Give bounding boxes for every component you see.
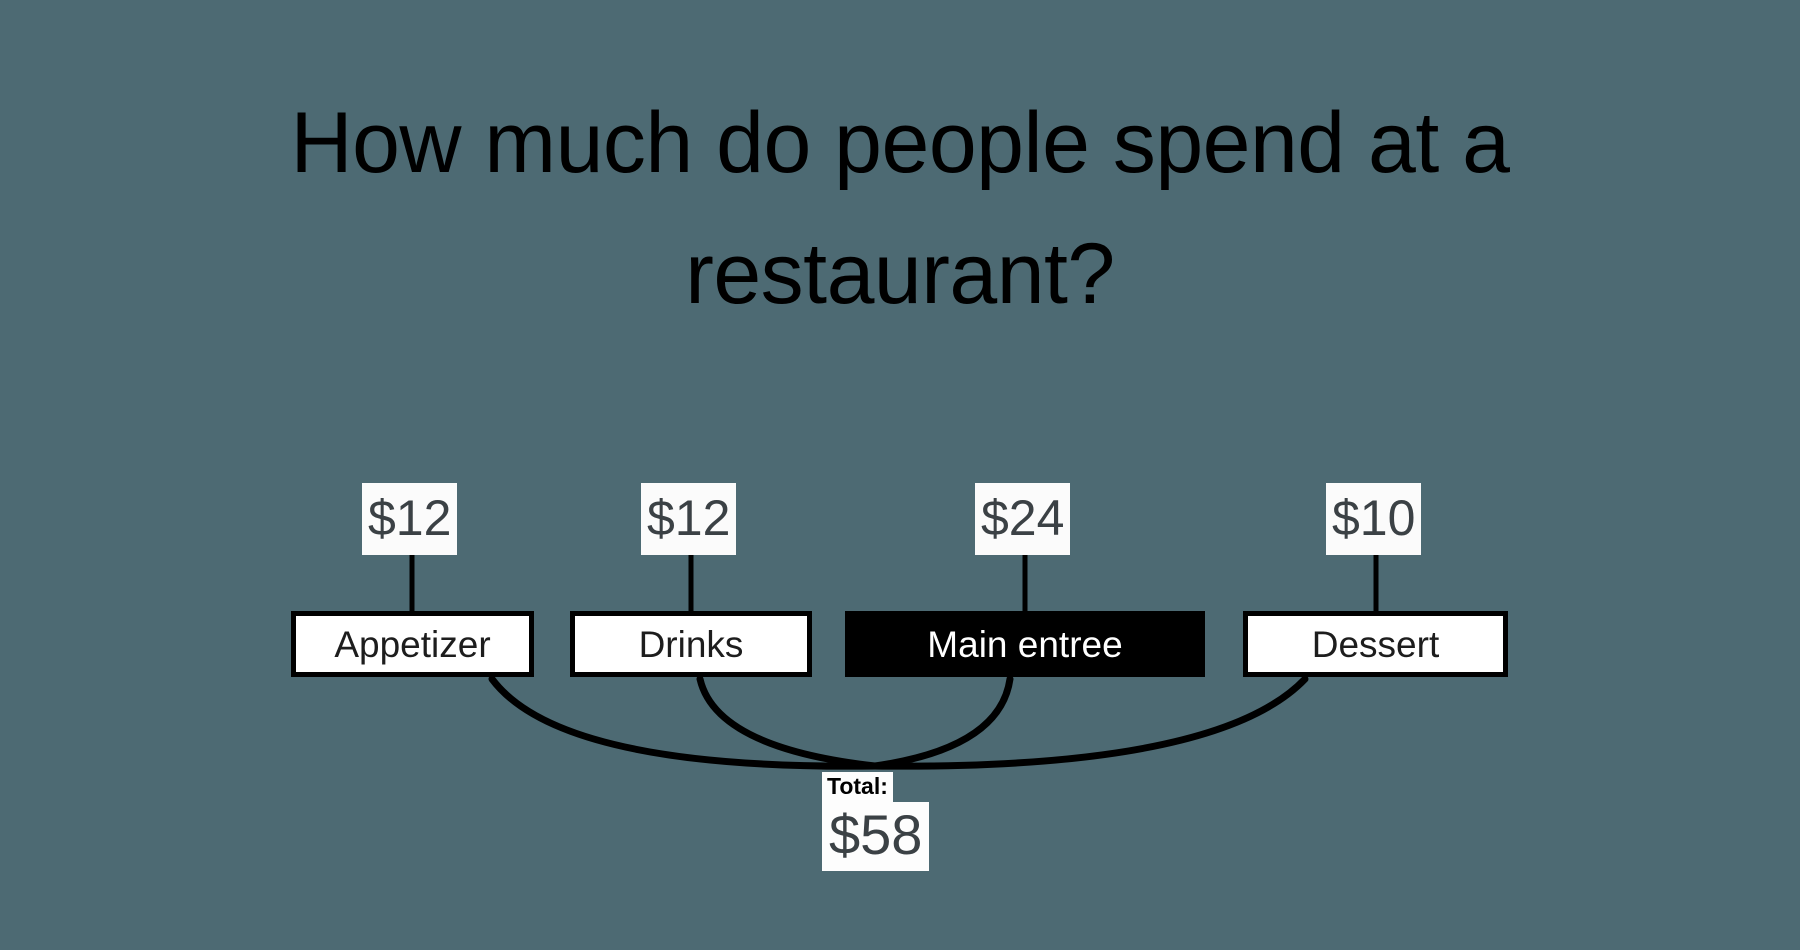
edge-appetizer-to-total	[488, 675, 879, 770]
node-dessert[interactable]: Dessert	[1243, 611, 1508, 677]
total-node[interactable]: Total: $58	[822, 772, 930, 871]
page-title: How much do people spend at a restaurant…	[290, 95, 1510, 322]
total-value: $58	[822, 801, 930, 871]
price-label-appetizer: $12	[362, 483, 458, 555]
edge-drinks-to-total	[696, 675, 879, 770]
price-label-drinks: $12	[641, 483, 737, 555]
node-appetizer[interactable]: Appetizer	[291, 611, 534, 677]
node-drinks[interactable]: Drinks	[570, 611, 812, 677]
price-label-dessert: $10	[1326, 483, 1422, 555]
edge-dessert-to-total	[871, 675, 1309, 770]
edge-main-entree-to-total	[871, 675, 1014, 770]
price-label-main-entree: $24	[975, 483, 1071, 555]
total-label: Total:	[822, 772, 893, 803]
node-main-entree[interactable]: Main entree	[845, 611, 1205, 677]
